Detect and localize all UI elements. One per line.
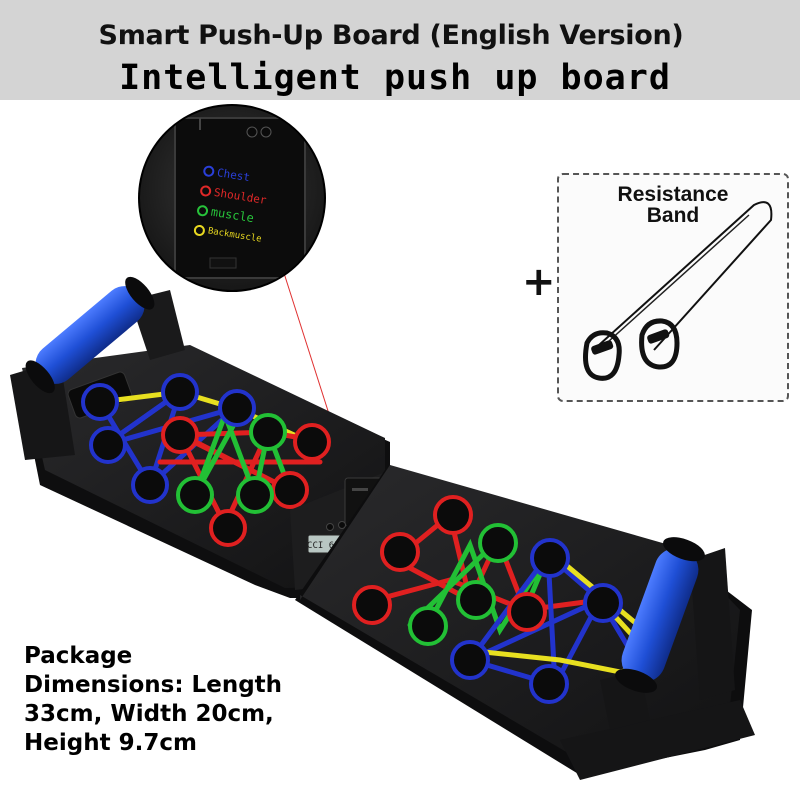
- circle-icon: [196, 203, 209, 217]
- band-handle-left: [583, 330, 622, 381]
- circle-icon: [199, 184, 213, 197]
- resistance-band-label: Resistance Band: [617, 183, 729, 227]
- right-handle-grip: [615, 537, 705, 693]
- zoom-label-list: Chest Shoulder muscle Backmuscle: [192, 160, 293, 253]
- resistance-band-icon: [583, 201, 773, 381]
- package-dimensions: Package Dimensions: Length 33cm, Width 2…: [24, 643, 283, 756]
- plus-icon: +: [522, 259, 556, 305]
- left-board-holes: [81, 373, 331, 547]
- lcd-display: CCI 651: [307, 541, 345, 551]
- page-title: Smart Push-Up Board (English Version): [98, 20, 684, 51]
- circle-icon: [202, 164, 216, 178]
- resistance-band-box: Resistance Band: [557, 173, 789, 402]
- left-handle-grip: [25, 276, 155, 394]
- right-board-panel: [295, 465, 755, 780]
- band-handle-right: [639, 318, 680, 370]
- right-board-holes: [352, 495, 623, 704]
- header-banner: Smart Push-Up Board (English Version) In…: [0, 0, 800, 100]
- circle-icon: [193, 223, 206, 237]
- zoom-callout: [138, 104, 326, 292]
- page-subtitle: Intelligent push up board: [119, 58, 671, 98]
